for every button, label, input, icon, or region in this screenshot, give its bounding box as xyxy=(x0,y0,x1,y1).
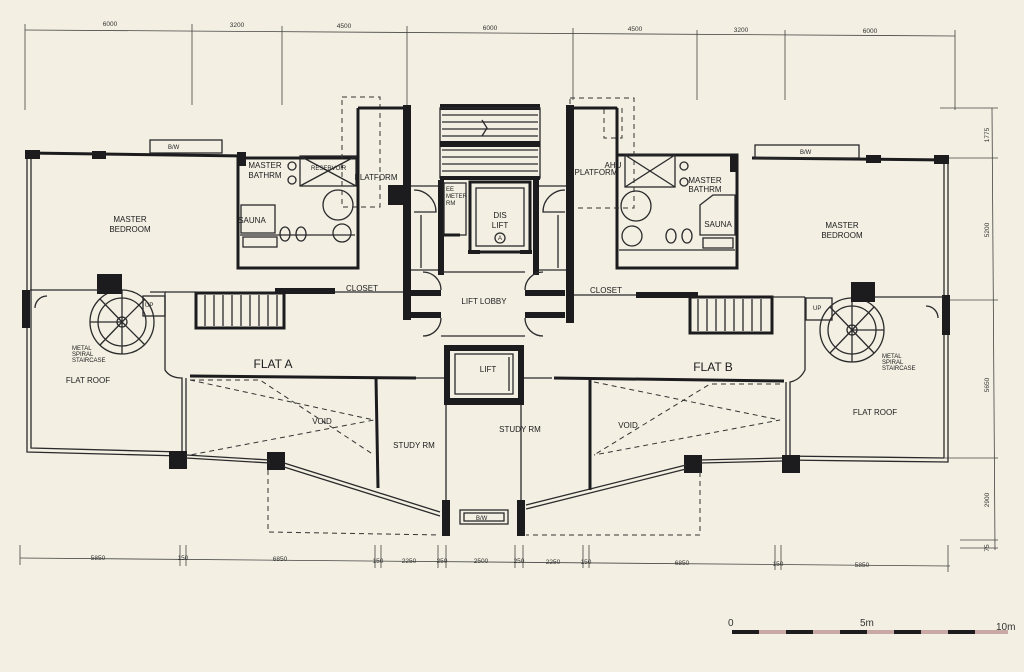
ahu-b-label: AHU xyxy=(605,161,622,170)
right-dimension-line: 1775 5200 5650 2900 75 xyxy=(940,107,998,552)
dim-top-1: 6000 xyxy=(103,21,118,28)
dim-top-4: 6000 xyxy=(483,25,498,32)
master-bedroom-a-line1: MASTER xyxy=(113,215,147,224)
dim-bottom-7: 2500 xyxy=(474,558,489,565)
dim-top-3: 4500 xyxy=(337,23,352,30)
dis-lift-line1: DIS xyxy=(493,211,506,220)
spiral-b-line3: STAIRCASE xyxy=(882,366,916,372)
flat-b: B/W xyxy=(525,97,950,536)
platform-b-label: PLATFORM xyxy=(575,168,618,177)
dim-top-6: 3200 xyxy=(734,27,749,34)
dim-bottom-13: 5850 xyxy=(855,562,870,569)
dim-bottom-10: 150 xyxy=(581,559,592,566)
central-core: EE METER RM DIS LIFT A LIFT xyxy=(411,104,568,536)
master-bathrm-a-line1: MASTER xyxy=(248,161,282,170)
dim-right-3: 5650 xyxy=(984,377,991,392)
dis-lift-line2: LIFT xyxy=(492,221,509,230)
scale-end: 10m xyxy=(996,622,1015,633)
study-rm-mid-label: STUDY RM xyxy=(499,425,541,434)
master-bedroom-b-line1: MASTER xyxy=(825,221,859,230)
scale-bar: 0 5m 10m xyxy=(728,618,1015,634)
meter-rm-line1: EE xyxy=(446,187,454,193)
dim-bottom-1: 5850 xyxy=(91,555,106,562)
master-bathrm-a-line2: BATHRM xyxy=(248,171,282,180)
platform-a-label: PLATFORM xyxy=(355,173,398,182)
closet-b-label: CLOSET xyxy=(590,286,622,295)
master-bedroom-a-line2: BEDROOM xyxy=(109,225,151,234)
dim-right-5: 75 xyxy=(984,544,991,552)
room-labels: MASTER BEDROOM MASTER BATHRM RESERVOIR S… xyxy=(66,161,916,450)
bw-bottom: B/W xyxy=(476,516,488,522)
dim-right-4: 2900 xyxy=(984,492,991,507)
void-a-label: VOID xyxy=(312,417,332,426)
meter-rm-line2: METER xyxy=(446,194,468,200)
scale-mid: 5m xyxy=(860,618,874,629)
reservoir-label: RESERVOIR xyxy=(311,166,347,172)
flat-a-label: FLAT A xyxy=(254,357,293,371)
dim-bottom-11: 6850 xyxy=(675,560,690,567)
spiral-b-line2: SPIRAL xyxy=(882,360,904,366)
dim-bottom-3: 6850 xyxy=(273,556,288,563)
dim-bottom-8: 250 xyxy=(514,558,525,565)
dim-top-5: 4500 xyxy=(628,26,643,33)
dim-bottom-5: 2250 xyxy=(402,558,417,565)
flat-roof-a-label: FLAT ROOF xyxy=(66,376,110,385)
dim-bottom-6: 250 xyxy=(437,558,448,565)
dim-top-7: 6000 xyxy=(863,28,878,35)
lift-label: LIFT xyxy=(480,365,497,374)
dim-bottom-4: 150 xyxy=(373,558,384,565)
bw-top-b: B/W xyxy=(800,150,812,156)
void-b-label: VOID xyxy=(618,421,638,430)
up-b: UP xyxy=(813,306,821,312)
dim-bottom-12: 150 xyxy=(773,561,784,568)
dim-bottom-9: 2250 xyxy=(546,559,561,566)
spiral-b-line1: METAL xyxy=(882,354,902,360)
sauna-b-label: SAUNA xyxy=(704,220,732,229)
master-bathrm-b-line1: MASTER xyxy=(688,176,722,185)
sauna-a-label: SAUNA xyxy=(238,216,266,225)
spiral-a-line2: SPIRAL xyxy=(72,352,94,358)
bottom-dimension-line: 5850 150 6850 150 2250 250 2500 250 2250… xyxy=(19,545,951,572)
dim-bottom-2: 150 xyxy=(178,555,189,562)
flat-a: B/W xyxy=(22,96,441,536)
master-bathrm-b-line2: BATHRM xyxy=(688,185,722,194)
bw-top-a: B/W xyxy=(168,145,180,151)
study-rm-a-label: STUDY RM xyxy=(393,441,435,450)
master-bedroom-b-line2: BEDROOM xyxy=(821,231,863,240)
scale-zero: 0 xyxy=(728,618,734,629)
closet-a-label: CLOSET xyxy=(346,284,378,293)
flat-roof-b-label: FLAT ROOF xyxy=(853,408,897,417)
dim-right-2: 5200 xyxy=(984,222,991,237)
top-dimension-line: 6000 3200 4500 6000 4500 3200 6000 xyxy=(24,21,956,110)
flat-b-label: FLAT B xyxy=(693,360,733,374)
meter-rm-line3: RM xyxy=(446,201,455,207)
spiral-a-line3: STAIRCASE xyxy=(72,358,106,364)
spiral-a-line1: METAL xyxy=(72,346,92,352)
dim-top-2: 3200 xyxy=(230,22,245,29)
dis-lift-letter: A xyxy=(498,236,502,242)
lift-lobby-label: LIFT LOBBY xyxy=(461,297,507,306)
dim-right-1: 1775 xyxy=(984,127,991,142)
up-a: UP xyxy=(145,303,153,309)
